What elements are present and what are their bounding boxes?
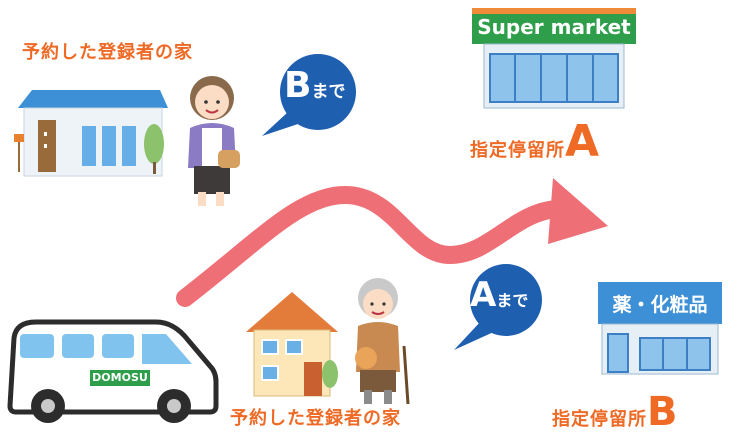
supermarket-sign: Super market xyxy=(477,15,631,39)
home-bottom-illustration xyxy=(246,292,338,397)
bubble-top-suffix: まで xyxy=(311,82,346,102)
supermarket-building xyxy=(472,8,636,109)
pharmacy-building xyxy=(598,282,722,375)
stop-b-prefix: 指定停留所 xyxy=(552,409,647,430)
bubble-to-a: Aまで xyxy=(446,258,554,358)
van-brand: DOMOSU xyxy=(92,371,148,384)
bubble-top-letter: B xyxy=(284,65,312,106)
domosu-van xyxy=(7,319,219,423)
stop-b-label: 指定停留所B xyxy=(552,392,678,432)
bubble-to-b: Bまで xyxy=(250,52,358,142)
woman-illustration xyxy=(188,76,240,206)
stop-a-label: 指定停留所A xyxy=(470,120,599,164)
bubble-bottom-suffix: まで xyxy=(496,291,529,310)
home-bottom-label: 予約した登録者の家 xyxy=(230,408,401,429)
bubble-bottom-letter: A xyxy=(470,275,497,315)
elderly-woman-illustration xyxy=(355,278,410,405)
pharmacy-sign: 薬・化粧品 xyxy=(612,294,708,316)
home-top-label: 予約した登録者の家 xyxy=(22,42,193,63)
stop-a-letter: A xyxy=(565,116,600,167)
home-top-illustration xyxy=(14,90,168,177)
stop-b-letter: B xyxy=(647,389,678,435)
stop-a-prefix: 指定停留所 xyxy=(470,140,565,161)
